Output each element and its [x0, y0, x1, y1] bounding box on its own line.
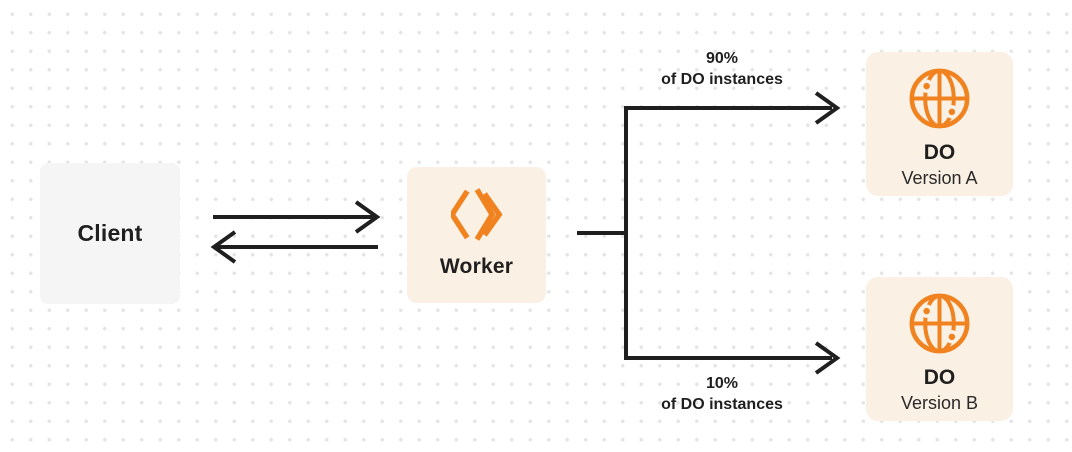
worker-to-client-arrow [210, 230, 378, 264]
cloudflare-workers-icon [450, 188, 503, 241]
worker-label: Worker [439, 255, 514, 278]
branch-percent-10: 10% [705, 375, 739, 392]
client-to-worker-arrow [213, 200, 381, 234]
branch-label-90: 90% of DO instances [612, 48, 832, 90]
do-version-a-node: DO Version A [866, 52, 1013, 196]
client-label: Client [77, 220, 143, 246]
do-version-b-subtitle: Version B [900, 393, 979, 413]
branch-caption-90: of DO instances [661, 71, 783, 88]
do-version-b-node: DO Version B [866, 277, 1013, 421]
arrowhead-to-version-b [814, 341, 841, 375]
durable-object-globe-icon [909, 68, 970, 129]
do-version-a-subtitle: Version A [901, 168, 978, 188]
do-version-b-title: DO [923, 366, 956, 389]
client-node: Client [40, 163, 180, 304]
do-version-a-title: DO [923, 141, 956, 164]
worker-node: Worker [407, 167, 546, 303]
arrowhead-to-version-a [814, 91, 841, 125]
branch-split-lines [577, 106, 832, 360]
branch-caption-10: of DO instances [661, 396, 783, 413]
durable-object-globe-icon [909, 293, 970, 354]
branch-label-10: 10% of DO instances [612, 373, 832, 415]
branch-percent-90: 90% [705, 50, 739, 67]
